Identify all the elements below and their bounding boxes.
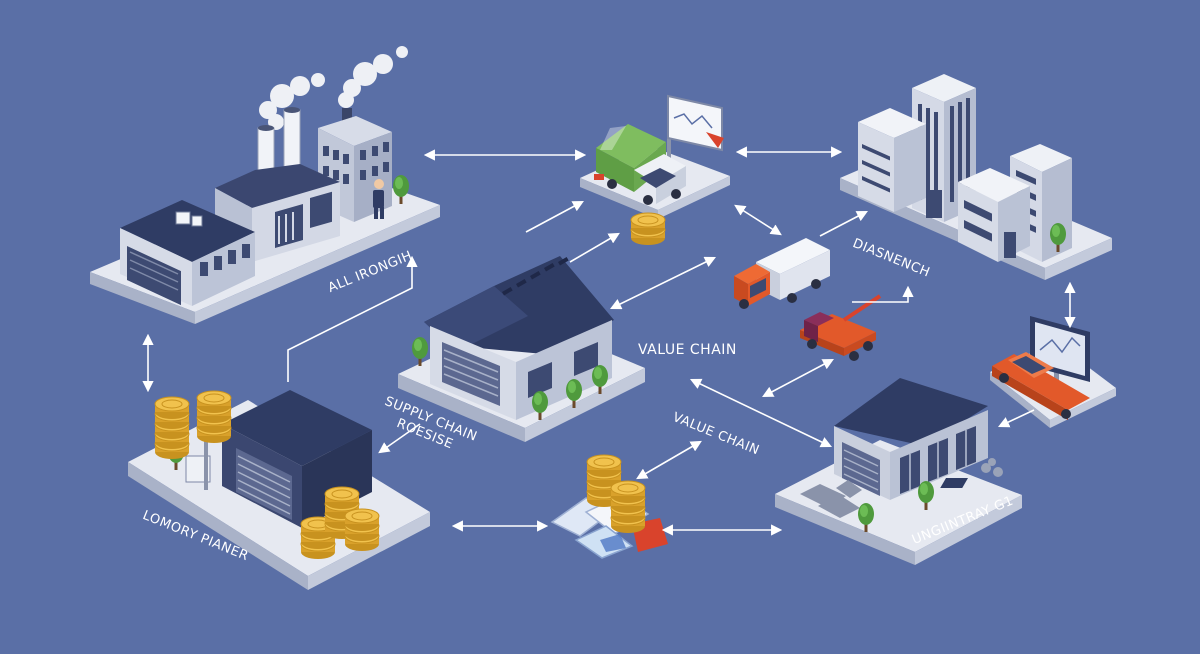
arrow-warehouse-trucks: [609, 256, 717, 310]
warehouse-icon-left: [168, 390, 372, 528]
arrow-warehouse-recycling-2: [569, 232, 620, 263]
arrow-center-right: [762, 358, 834, 398]
recycling-truck-icon: [594, 94, 724, 205]
arrow-trucks-distribution: [852, 285, 914, 303]
arrow-coins-center: [636, 440, 702, 480]
tow-truck-icon: [800, 294, 882, 361]
arrow-center-right-warehouse: [689, 378, 833, 448]
delivery-truck-icon: [734, 238, 830, 309]
coin-stack-icon-center: [630, 212, 666, 246]
city-buildings-icon: [858, 74, 1072, 262]
warehouse-icon: [412, 256, 614, 420]
warehouse-icon-right: [800, 378, 1003, 532]
label-value-chain-center: VALUE CHAIN: [638, 342, 737, 358]
arrow-trucks-city: [819, 210, 868, 237]
car-icon: [992, 352, 1090, 420]
arrow-recycling-trucks: [734, 204, 782, 236]
arrow-warehouse-recycling-1: [525, 200, 584, 233]
arrow-monitor-right-warehouse: [997, 409, 1035, 428]
arrow-supply-left: [378, 423, 421, 454]
monitor-chart-icon: [1030, 316, 1090, 388]
arrow-warehouse-factory: [287, 255, 418, 382]
flow-arrows: [142, 146, 1076, 536]
factory-icon: [120, 46, 409, 306]
